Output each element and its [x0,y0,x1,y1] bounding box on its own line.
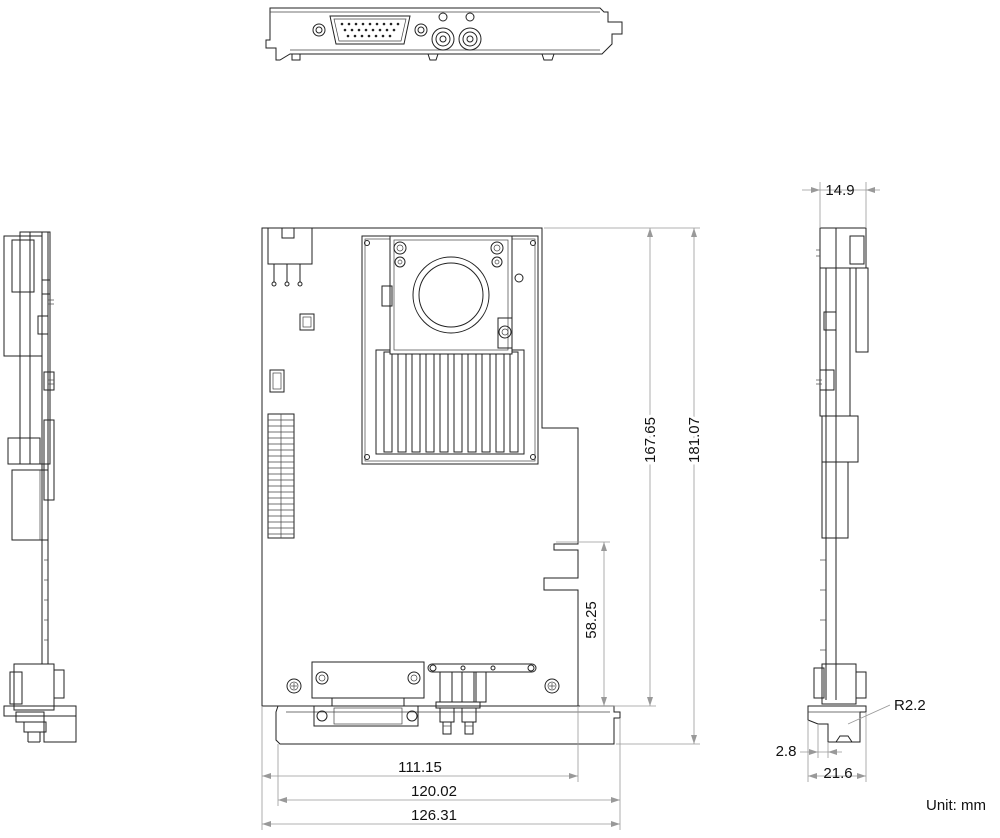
unit-label: Unit: mm [926,797,986,814]
right-side-view [800,182,891,782]
pin-header [267,413,295,539]
dim-label-width-board: 111.15 [398,759,442,776]
dim-label-width-overall: 126.31 [411,807,457,824]
mounting-screws [286,678,560,694]
front-dimension-lines [261,227,700,830]
dim-label-bracket-radius: R2.2 [894,697,926,714]
dim-label-height-board: 167.65 [642,417,659,463]
dim-label-width-bracket: 120.02 [411,783,457,800]
dim-label-side-thickness: 14.9 [825,182,854,199]
dsub-connector-top [312,15,428,45]
dim-label-height-overall: 181.07 [686,417,703,463]
dim-label-bracket-depth: 21.6 [823,765,852,782]
front-view-board [261,227,621,745]
dsub-connector-front [311,661,425,727]
dim-label-tab-offset: 2.8 [776,743,797,760]
dim-label-height-lower: 58.25 [583,601,600,639]
coax-connectors-front [427,663,537,735]
top-view-bracket [265,7,623,61]
left-side-view [3,231,77,743]
fan [381,235,524,355]
coax-connectors-top [431,12,482,51]
